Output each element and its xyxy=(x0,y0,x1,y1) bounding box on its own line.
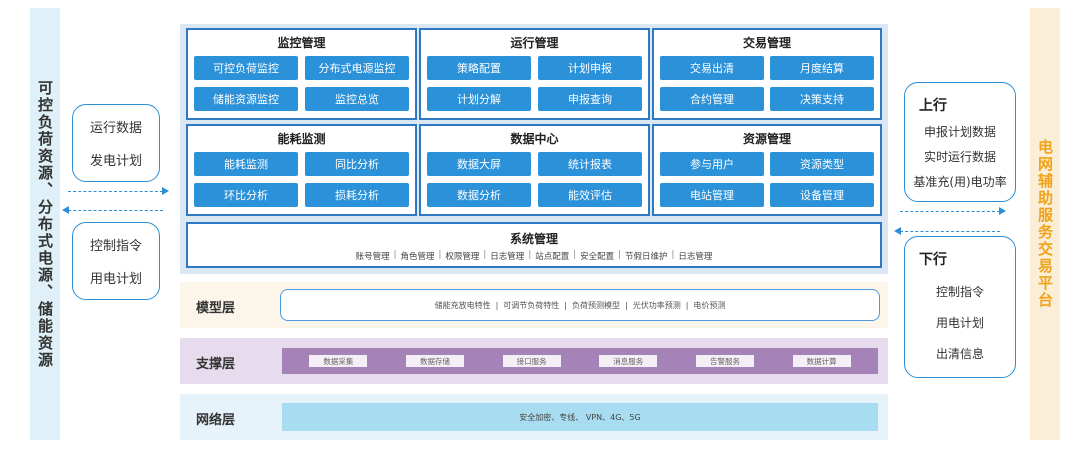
module-title: 运行管理 xyxy=(510,36,559,50)
system-item[interactable]: 日志管理 xyxy=(678,252,713,262)
tile-button[interactable]: 数据大屏 xyxy=(427,152,531,176)
system-item[interactable]: 角色管理 xyxy=(400,252,435,262)
support-chip: 消息服务 xyxy=(599,355,658,367)
tile-button[interactable]: 设备管理 xyxy=(770,183,874,207)
tile-button[interactable]: 交易出清 xyxy=(660,56,764,80)
model-item: 可调节负荷特性 xyxy=(503,300,560,310)
arrow-left-to-resources xyxy=(62,206,163,214)
upstream-box: 上行 申报计划数据 实时运行数据 基准充(用)电功率 xyxy=(904,82,1016,202)
support-chip: 数据计算 xyxy=(792,355,851,367)
module-resources: 资源管理 参与用户 资源类型 电站管理 设备管理 xyxy=(652,124,882,216)
tile-button[interactable]: 策略配置 xyxy=(427,56,531,80)
network-bar: 安全加密、专线、 VPN、4G、5G xyxy=(282,403,878,431)
module-monitoring: 监控管理 可控负荷监控 分布式电源监控 储能资源监控 监控总览 xyxy=(186,28,417,120)
left-upper-item: 运行数据 xyxy=(89,121,142,136)
tile-button[interactable]: 监控总览 xyxy=(305,87,409,111)
model-item: 光伏功率预测 xyxy=(632,300,681,310)
support-layer-label: 支撑层 xyxy=(196,357,236,372)
upstream-item: 基准充(用)电功率 xyxy=(913,175,1007,189)
model-item: 电价预测 xyxy=(693,300,726,310)
left-resource-column: 可控负荷资源、分布式电源、储能资源 xyxy=(30,8,60,440)
support-chip: 数据存储 xyxy=(405,355,464,367)
tile-button[interactable]: 申报查询 xyxy=(538,87,642,111)
tile-button[interactable]: 电站管理 xyxy=(660,183,764,207)
system-item[interactable]: 节假日维护 xyxy=(624,252,668,262)
module-title: 数据中心 xyxy=(510,132,559,146)
module-title: 资源管理 xyxy=(742,132,791,146)
system-item[interactable]: 账号管理 xyxy=(355,252,390,262)
tile-button[interactable]: 储能资源监控 xyxy=(194,87,298,111)
system-item[interactable]: 权限管理 xyxy=(445,252,480,262)
tile-button[interactable]: 资源类型 xyxy=(770,152,874,176)
support-layer: 支撑层 数据采集 数据存储 接口服务 消息服务 告警服务 数据计算 xyxy=(180,338,888,384)
left-column-label: 可控负荷资源、分布式电源、储能资源 xyxy=(36,79,54,369)
right-platform-column: 电网辅助服务交易平台 xyxy=(1030,8,1060,440)
model-item: 储能充放电特性 xyxy=(434,300,491,310)
network-layer: 网络层 安全加密、专线、 VPN、4G、5G xyxy=(180,394,888,440)
system-item[interactable]: 日志管理 xyxy=(490,252,525,262)
tile-button[interactable]: 计划分解 xyxy=(427,87,531,111)
left-upper-box: 运行数据 发电计划 xyxy=(72,104,160,182)
module-system: 系统管理 账号管理| 角色管理| 权限管理| 日志管理| 站点配置| 安全配置|… xyxy=(186,222,882,268)
support-chip: 数据采集 xyxy=(309,355,368,367)
module-data-center: 数据中心 数据大屏 统计报表 数据分析 能效评估 xyxy=(419,124,650,216)
arrow-right-to-platform xyxy=(68,187,169,195)
model-layer: 模型层 储能充放电特性| 可调节负荷特性| 负荷预测模型| 光伏功率预测| 电价… xyxy=(180,282,888,328)
support-bar: 数据采集 数据存储 接口服务 消息服务 告警服务 数据计算 xyxy=(282,348,878,374)
module-title: 能耗监测 xyxy=(277,132,326,146)
tile-button[interactable]: 分布式电源监控 xyxy=(305,56,409,80)
module-title: 交易管理 xyxy=(742,36,791,50)
left-lower-item: 用电计划 xyxy=(89,272,142,287)
left-lower-box: 控制指令 用电计划 xyxy=(72,222,160,300)
network-layer-label: 网络层 xyxy=(196,413,236,428)
downstream-item: 用电计划 xyxy=(935,316,984,330)
system-item[interactable]: 安全配置 xyxy=(580,252,615,262)
system-title: 系统管理 xyxy=(509,232,558,246)
tile-button[interactable]: 能效评估 xyxy=(538,183,642,207)
tile-button[interactable]: 损耗分析 xyxy=(305,183,409,207)
module-title: 监控管理 xyxy=(277,36,326,50)
arrow-right-to-grid xyxy=(900,207,1006,215)
tile-button[interactable]: 计划申报 xyxy=(538,56,642,80)
model-bar: 储能充放电特性| 可调节负荷特性| 负荷预测模型| 光伏功率预测| 电价预测 xyxy=(280,289,880,321)
system-item[interactable]: 站点配置 xyxy=(535,252,570,262)
tile-button[interactable]: 参与用户 xyxy=(660,152,764,176)
downstream-box: 下行 控制指令 用电计划 出清信息 xyxy=(904,236,1016,378)
downstream-title: 下行 xyxy=(919,252,947,268)
model-layer-label: 模型层 xyxy=(196,301,236,316)
arrow-left-from-grid xyxy=(894,227,1000,235)
model-item: 负荷预测模型 xyxy=(572,300,620,310)
tile-button[interactable]: 统计报表 xyxy=(538,152,642,176)
right-column-label: 电网辅助服务交易平台 xyxy=(1036,139,1054,309)
downstream-item: 控制指令 xyxy=(935,285,984,299)
tile-button[interactable]: 可控负荷监控 xyxy=(194,56,298,80)
system-items: 账号管理| 角色管理| 权限管理| 日志管理| 站点配置| 安全配置| 节假日维… xyxy=(355,250,713,262)
tile-button[interactable]: 决策支持 xyxy=(770,87,874,111)
tile-button[interactable]: 同比分析 xyxy=(305,152,409,176)
network-text: 安全加密、专线、 VPN、4G、5G xyxy=(519,412,641,422)
module-operation: 运行管理 策略配置 计划申报 计划分解 申报查询 xyxy=(419,28,650,120)
tile-button[interactable]: 合约管理 xyxy=(660,87,764,111)
support-chip: 告警服务 xyxy=(695,355,754,367)
tile-button[interactable]: 数据分析 xyxy=(427,183,531,207)
tile-button[interactable]: 月度结算 xyxy=(770,56,874,80)
left-lower-item: 控制指令 xyxy=(89,239,142,254)
tile-button[interactable]: 环比分析 xyxy=(194,183,298,207)
upstream-item: 实时运行数据 xyxy=(923,150,996,164)
upstream-item: 申报计划数据 xyxy=(923,125,996,139)
upstream-title: 上行 xyxy=(919,98,947,114)
support-chip: 接口服务 xyxy=(502,355,561,367)
module-trading: 交易管理 交易出清 月度结算 合约管理 决策支持 xyxy=(652,28,882,120)
module-energy: 能耗监测 能耗监测 同比分析 环比分析 损耗分析 xyxy=(186,124,417,216)
downstream-item: 出清信息 xyxy=(935,347,984,361)
tile-button[interactable]: 能耗监测 xyxy=(194,152,298,176)
left-upper-item: 发电计划 xyxy=(89,154,142,169)
